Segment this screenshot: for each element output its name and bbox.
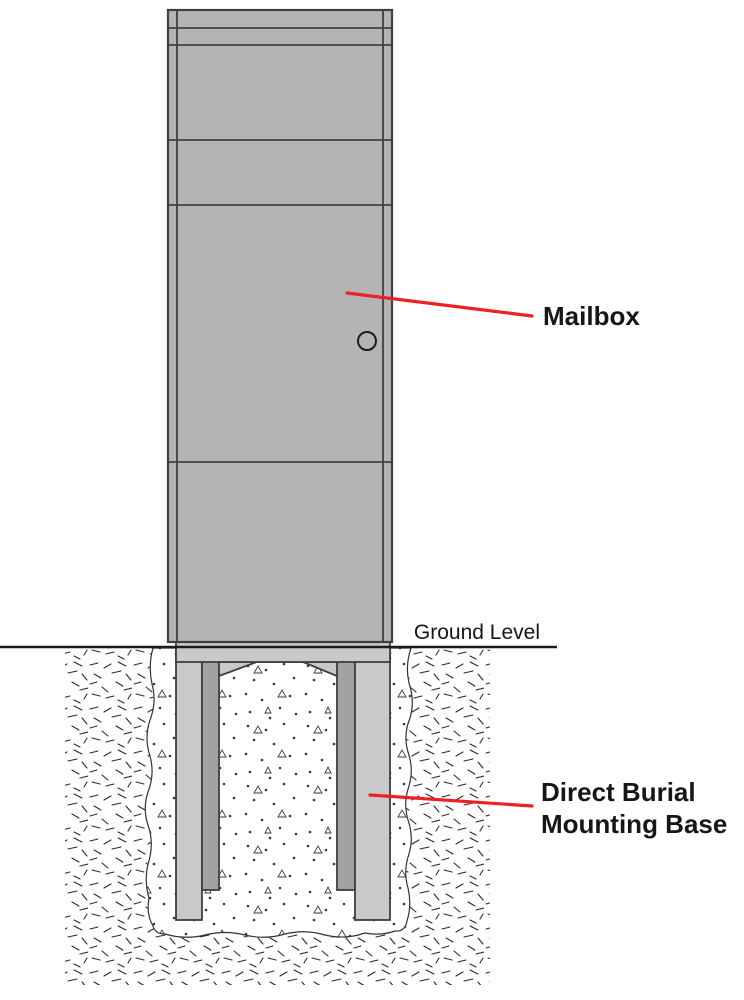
ground-level-group: Ground Level <box>0 621 557 649</box>
base-leg-left-side <box>201 647 220 891</box>
mailbox-pointer-line <box>345 291 534 318</box>
mailbox-unit <box>166 8 394 644</box>
base-label-line2: Mounting Base <box>541 809 727 839</box>
ground-level-label: Ground Level <box>414 621 540 644</box>
base-leg-right-side <box>336 647 356 891</box>
base-leg-left-front <box>175 647 203 921</box>
mailbox-lock-icon <box>357 331 377 351</box>
underground-section <box>65 647 490 985</box>
mailbox-panel-lines <box>168 10 392 642</box>
mailbox-body <box>166 8 394 644</box>
annotations: Mailbox Direct Burial Mounting Base <box>345 291 727 839</box>
base-pointer-line <box>368 793 534 808</box>
mailbox-label: Mailbox <box>543 301 640 331</box>
base-bracket-plate <box>175 640 391 663</box>
base-leg-right-front <box>354 647 391 921</box>
base-label-line1: Direct Burial <box>541 777 696 807</box>
